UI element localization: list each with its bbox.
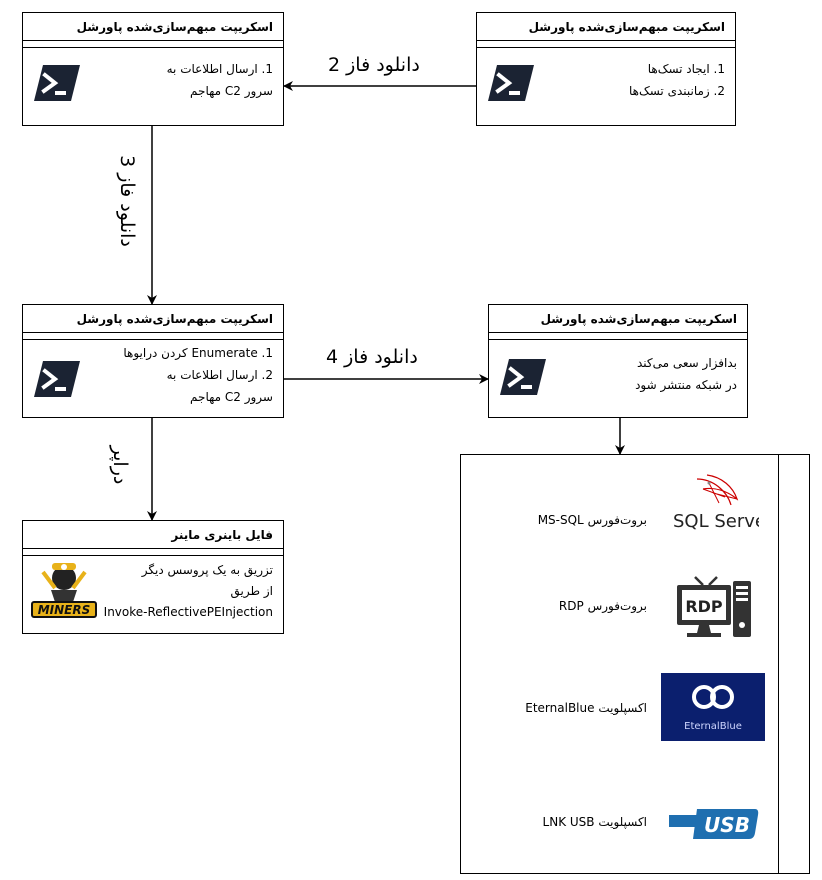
- node-stage2-title: اسکریپت مبهم‌سازی‌شده پاورشل: [23, 13, 283, 41]
- node-stage2-line-1: 1. ارسال اطلاعات به: [166, 62, 273, 76]
- node-stage2-line-2: سرور C2 مهاجم: [190, 84, 273, 98]
- rdp-text: RDP: [685, 597, 723, 616]
- spread-vectors-panel: بروت‌فورس MS-SQL SQL Server بروت‌فورس RD…: [460, 454, 810, 874]
- node-stage4-line-1: بدافزار سعی می‌کند: [637, 356, 737, 370]
- node-miner-line-2: از طریق: [230, 584, 273, 598]
- node-stage4-line-2: در شبکه منتشر شود: [635, 378, 737, 392]
- edge-phase3-label: دانلود فاز 3: [116, 155, 138, 247]
- edge-dropper-label: دراپر: [109, 445, 131, 485]
- node-stage3-title: اسکریپت مبهم‌سازی‌شده پاورشل: [23, 305, 283, 333]
- node-stage1-title: اسکریپت مبهم‌سازی‌شده پاورشل: [477, 13, 735, 41]
- node-stage3-line-3: سرور C2 مهاجم: [190, 390, 273, 404]
- miners-logo-icon: MINERS: [31, 563, 97, 618]
- node-stage3-line-2: 2. ارسال اطلاعات به: [166, 368, 273, 382]
- node-miner-title: فایل باینری ماینر: [23, 521, 283, 549]
- eternalblue-text: EternalBlue: [684, 721, 742, 732]
- usb-logo-icon: USB: [669, 809, 759, 839]
- panel-side-stripe: [778, 455, 809, 873]
- powershell-icon: [500, 359, 546, 395]
- rdp-monitor-icon: RDP: [677, 576, 751, 637]
- sql-server-icon: SQL Server: [673, 474, 759, 532]
- powershell-icon: [34, 65, 80, 101]
- node-stage4-title: اسکریپت مبهم‌سازی‌شده پاورشل: [489, 305, 747, 333]
- vector-mssql-label: بروت‌فورس MS-SQL: [537, 513, 647, 527]
- vector-rdp-label: بروت‌فورس RDP: [558, 599, 647, 613]
- node-stage1-line-2: 2. زمانبندی تسک‌ها: [628, 84, 725, 98]
- vector-usb-label: اکسپلویت LNK USB: [542, 815, 647, 829]
- node-stage1: اسکریپت مبهم‌سازی‌شده پاورشل 1. ایجاد تس…: [476, 12, 736, 126]
- sql-server-text: SQL Server: [673, 511, 759, 532]
- powershell-icon: [488, 65, 534, 101]
- node-stage3-line-1: 1. Enumerate کردن درایوها: [123, 346, 273, 360]
- node-miner-line-1: تزریق به یک پروسس دیگر: [141, 563, 273, 577]
- node-stage2: اسکریپت مبهم‌سازی‌شده پاورشل 1. ارسال اط…: [22, 12, 284, 126]
- edge-phase4-label: دانلود فاز 4: [326, 346, 418, 368]
- usb-text: USB: [704, 813, 750, 837]
- node-miner-line-3: Invoke-ReflectivePEInjection: [103, 605, 273, 619]
- eternalblue-icon: EternalBlue: [661, 673, 765, 741]
- powershell-icon: [34, 361, 80, 397]
- node-miner: فایل باینری ماینر تزریق به یک پروسس دیگر…: [22, 520, 284, 634]
- edge-phase2-label: دانلود فاز 2: [328, 54, 420, 76]
- miners-logo-text: MINERS: [38, 603, 91, 617]
- node-stage3: اسکریپت مبهم‌سازی‌شده پاورشل 1. Enumerat…: [22, 304, 284, 418]
- node-stage1-line-1: 1. ایجاد تسک‌ها: [647, 62, 725, 76]
- vector-eternalblue-label: اکسپلویت EternalBlue: [525, 701, 647, 715]
- node-stage4: اسکریپت مبهم‌سازی‌شده پاورشل بدافزار سعی…: [488, 304, 748, 418]
